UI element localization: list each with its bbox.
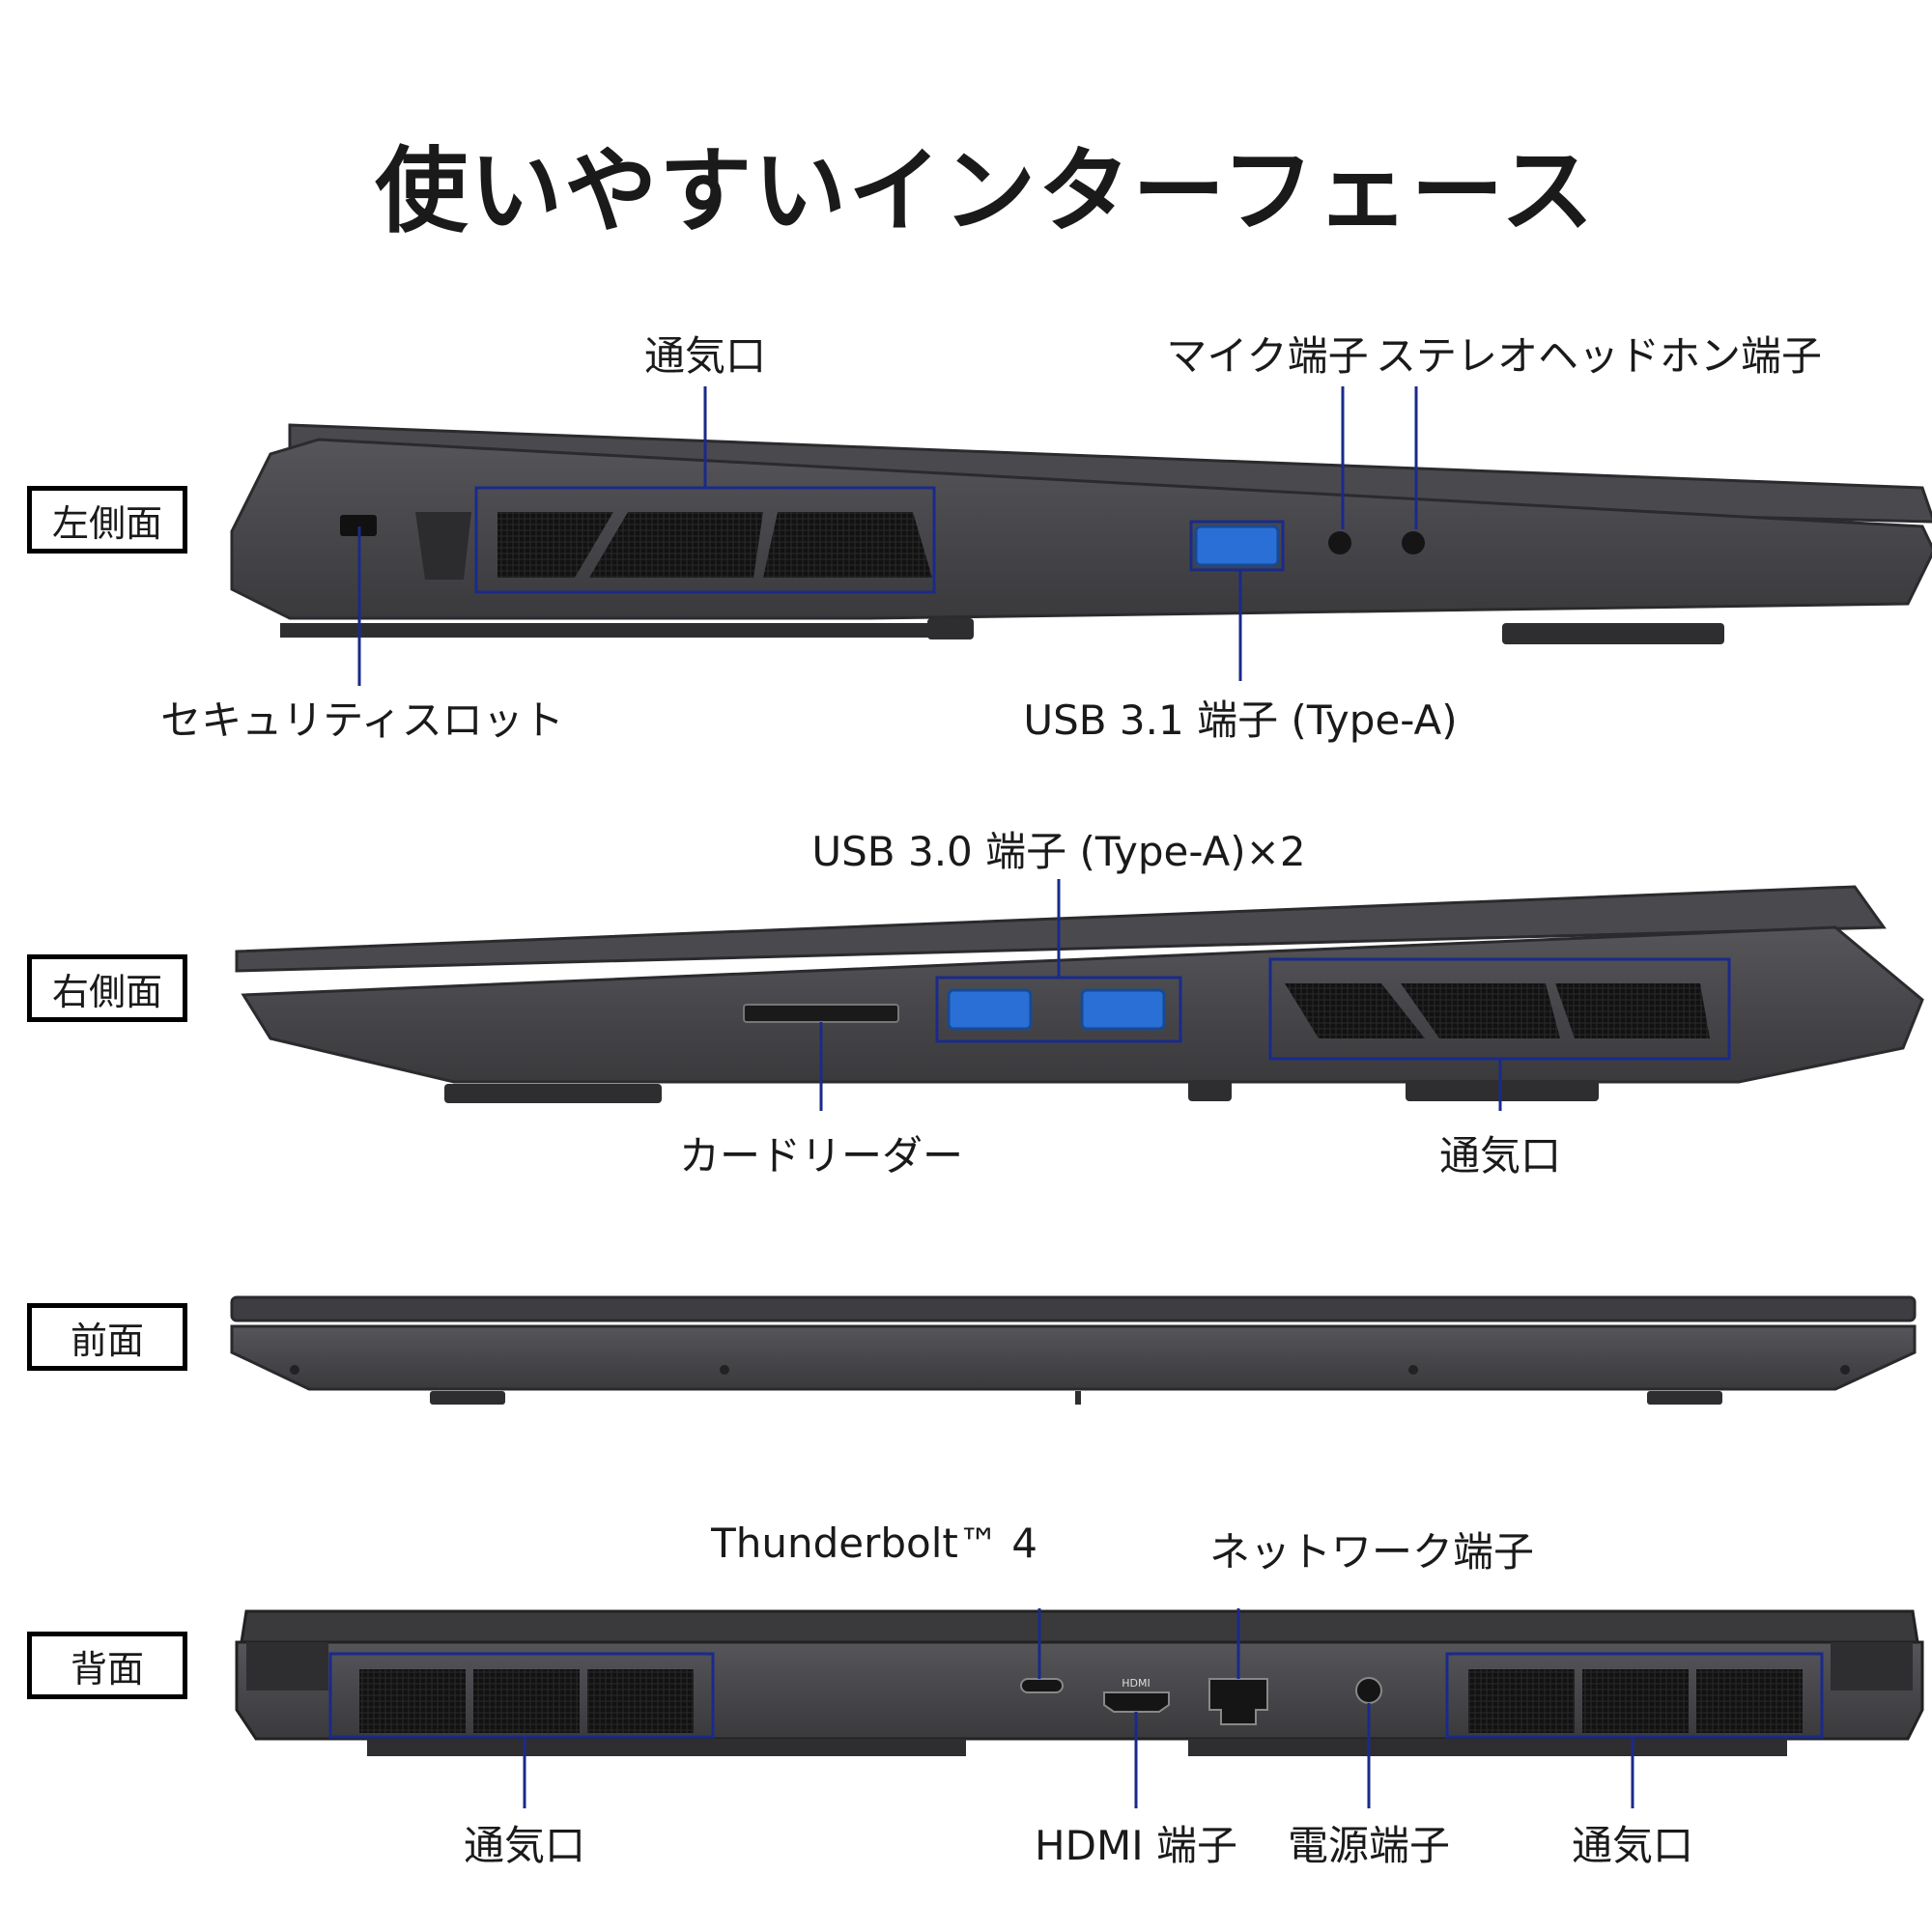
back-right-vent-grille — [1468, 1669, 1803, 1733]
highlight-back-left-vent — [328, 1652, 715, 1739]
left-side-laptop — [230, 423, 1932, 644]
label-headphone: ステレオヘッドホン端子 — [1375, 332, 1823, 380]
label-power: 電源端子 — [1287, 1822, 1451, 1869]
page-title: 使いやすいインターフェース — [375, 137, 1596, 245]
label-left-vent: 通気口 — [643, 332, 767, 380]
usb-a-port-icon — [947, 988, 1033, 1031]
back-left-vent-grille — [359, 1669, 694, 1733]
label-usb30: USB 3.0 端子 (Type-A)×2 — [811, 828, 1306, 875]
hdmi-port-text: HDMI — [1122, 1677, 1150, 1690]
card-reader-slot-icon — [743, 1004, 899, 1023]
label-hdmi: HDMI 端子 — [1035, 1822, 1237, 1869]
label-card-reader: カードリーダー — [678, 1132, 964, 1179]
view-label-back: 背面 — [27, 1632, 187, 1699]
label-thunderbolt: Thunderbolt™ 4 — [711, 1520, 1037, 1567]
hdmi-port-icon: HDMI — [1103, 1677, 1170, 1713]
view-label-front: 前面 — [27, 1303, 187, 1371]
label-usb31: USB 3.1 端子 (Type-A) — [1023, 696, 1458, 744]
back-laptop: HDMI — [235, 1609, 1924, 1756]
label-back-left-vent: 通気口 — [463, 1822, 586, 1869]
label-security-slot: セキュリティスロット — [160, 696, 564, 744]
label-network: ネットワーク端子 — [1208, 1528, 1535, 1576]
left-vent-grille — [497, 512, 932, 578]
mic-jack-icon — [1328, 531, 1351, 554]
highlight-back-right-vent — [1445, 1652, 1824, 1739]
thunderbolt-port-icon — [1020, 1678, 1064, 1693]
headphone-jack-icon — [1402, 531, 1425, 554]
right-side-laptop — [235, 885, 1924, 1103]
right-vent-grille — [1285, 983, 1710, 1038]
front-laptop — [230, 1295, 1917, 1405]
label-mic: マイク端子 — [1166, 332, 1369, 380]
view-label-left: 左側面 — [27, 486, 187, 554]
highlight-left-usb — [1189, 520, 1285, 572]
label-right-vent: 通気口 — [1438, 1132, 1562, 1179]
label-back-right-vent: 通気口 — [1571, 1822, 1694, 1869]
usb-a-port-icon — [1194, 525, 1280, 567]
usb-a-port-icon — [1080, 988, 1166, 1031]
callout-lines — [357, 386, 1634, 1808]
view-label-right: 右側面 — [27, 954, 187, 1022]
network-port-icon — [1208, 1678, 1268, 1725]
power-jack-icon — [1355, 1677, 1382, 1704]
